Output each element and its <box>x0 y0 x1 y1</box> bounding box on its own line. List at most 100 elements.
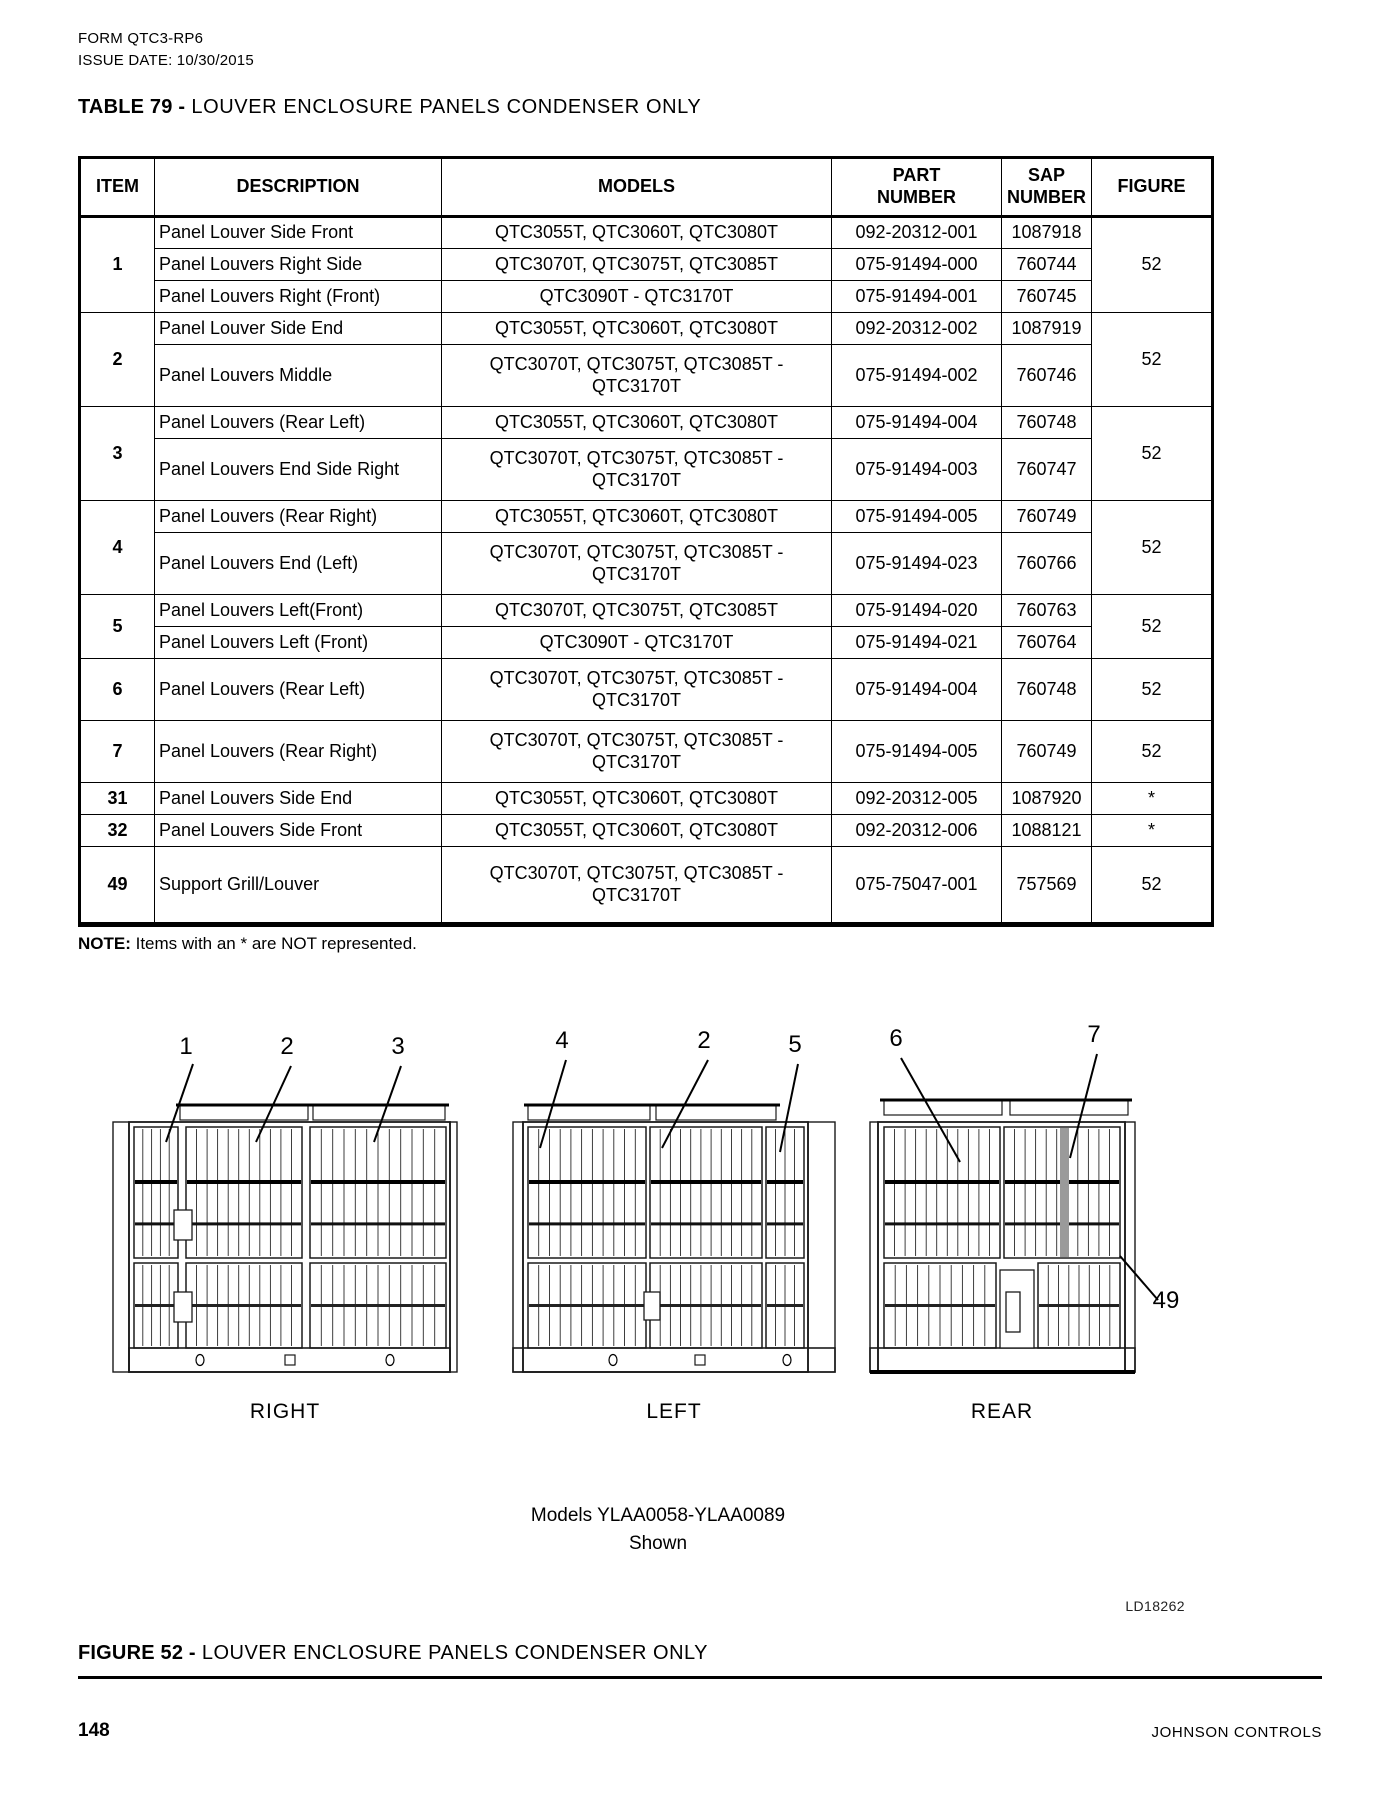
models-cell: QTC3070T, QTC3075T, QTC3085T <box>441 594 832 627</box>
callout-6: 6 <box>889 1025 903 1052</box>
description-cell: Panel Louvers (Rear Right) <box>154 500 442 533</box>
sap-number-cell: 760764 <box>1001 626 1092 659</box>
models-cell: QTC3055T, QTC3060T, QTC3080T <box>441 814 832 847</box>
item-cell: 49 <box>79 846 155 925</box>
callout-4: 4 <box>555 1027 569 1054</box>
sap-number-cell: 1087920 <box>1001 782 1092 815</box>
sap-number-cell: 760745 <box>1001 280 1092 313</box>
callout-5: 5 <box>788 1031 802 1058</box>
table-header-row: ITEM DESCRIPTION MODELS PART NUMBER SAP … <box>79 157 1213 218</box>
description-cell: Panel Louvers Side Front <box>154 814 442 847</box>
table-note: NOTE: Items with an * are NOT represente… <box>78 934 417 954</box>
figure-cell: 52 <box>1091 312 1213 407</box>
callout-2b: 2 <box>697 1027 711 1054</box>
page-header: FORM QTC3-RP6 ISSUE DATE: 10/30/2015 <box>78 28 254 72</box>
sap-number-cell: 760766 <box>1001 532 1092 595</box>
view-label-left: LEFT <box>646 1400 702 1423</box>
figure-cell: * <box>1091 814 1213 847</box>
item-cell: 4 <box>79 500 155 595</box>
col-header-figure: FIGURE <box>1091 157 1213 218</box>
sap-number-cell: 760763 <box>1001 594 1092 627</box>
col-header-sap-number: SAP NUMBER <box>1001 157 1092 218</box>
item-cell: 1 <box>79 216 155 313</box>
figure-title-text: LOUVER ENCLOSURE PANELS CONDENSER ONLY <box>195 1642 708 1664</box>
table-title: TABLE 79 - LOUVER ENCLOSURE PANELS CONDE… <box>78 96 701 119</box>
item-cell: 2 <box>79 312 155 407</box>
models-cell: QTC3070T, QTC3075T, QTC3085T - QTC3170T <box>441 532 832 595</box>
models-cell: QTC3055T, QTC3060T, QTC3080T <box>441 500 832 533</box>
description-cell: Panel Louvers Middle <box>154 344 442 407</box>
item-cell: 32 <box>79 814 155 847</box>
sap-number-cell: 760748 <box>1001 658 1092 721</box>
parts-table: ITEM DESCRIPTION MODELS PART NUMBER SAP … <box>78 156 1214 927</box>
description-cell: Panel Louvers (Rear Left) <box>154 406 442 439</box>
part-number-cell: 092-20312-006 <box>831 814 1002 847</box>
note-text: Items with an * are NOT represented. <box>130 934 417 953</box>
description-cell: Panel Louvers (Rear Left) <box>154 658 442 721</box>
sap-number-cell: 760749 <box>1001 720 1092 783</box>
caption-shown: Shown <box>628 1533 688 1554</box>
models-cell: QTC3070T, QTC3075T, QTC3085T - QTC3170T <box>441 846 832 925</box>
sap-number-cell: 760748 <box>1001 406 1092 439</box>
louver-panels-line-drawing <box>112 1053 1159 1374</box>
footer-divider <box>78 1676 1322 1679</box>
description-cell: Panel Louvers Right (Front) <box>154 280 442 313</box>
sap-number-cell: 1088121 <box>1001 814 1092 847</box>
item-cell: 31 <box>79 782 155 815</box>
col-header-description: DESCRIPTION <box>154 157 442 218</box>
figure-cell: 52 <box>1091 406 1213 501</box>
part-number-cell: 075-91494-020 <box>831 594 1002 627</box>
models-cell: QTC3070T, QTC3075T, QTC3085T <box>441 248 832 281</box>
models-cell: QTC3070T, QTC3075T, QTC3085T - QTC3170T <box>441 344 832 407</box>
models-cell: QTC3055T, QTC3060T, QTC3080T <box>441 312 832 345</box>
models-cell: QTC3070T, QTC3075T, QTC3085T - QTC3170T <box>441 658 832 721</box>
footer-brand: JOHNSON CONTROLS <box>1151 1724 1322 1741</box>
sap-number-cell: 1087918 <box>1001 216 1092 249</box>
sap-number-cell: 760747 <box>1001 438 1092 501</box>
col-header-item: ITEM <box>79 157 155 218</box>
item-cell: 5 <box>79 594 155 659</box>
models-cell: QTC3090T - QTC3170T <box>441 626 832 659</box>
col-header-models: MODELS <box>441 157 832 218</box>
view-label-right: RIGHT <box>249 1400 321 1423</box>
sap-number-cell: 1087919 <box>1001 312 1092 345</box>
part-number-cell: 075-91494-023 <box>831 532 1002 595</box>
part-number-cell: 075-91494-003 <box>831 438 1002 501</box>
description-cell: Panel Louver Side Front <box>154 216 442 249</box>
table-title-number: TABLE 79 - <box>78 96 186 118</box>
caption-models: Models YLAA0058-YLAA0089 <box>530 1505 786 1526</box>
models-cell: QTC3055T, QTC3060T, QTC3080T <box>441 216 832 249</box>
figure-cell: 52 <box>1091 216 1213 313</box>
sap-number-cell: 760749 <box>1001 500 1092 533</box>
description-cell: Panel Louvers End (Left) <box>154 532 442 595</box>
models-cell: QTC3055T, QTC3060T, QTC3080T <box>441 782 832 815</box>
view-label-rear: REAR <box>970 1400 1034 1423</box>
part-number-cell: 075-91494-005 <box>831 500 1002 533</box>
item-cell: 6 <box>79 658 155 721</box>
description-cell: Panel Louvers Left(Front) <box>154 594 442 627</box>
part-number-cell: 075-91494-004 <box>831 658 1002 721</box>
callout-2: 2 <box>280 1033 294 1060</box>
models-cell: QTC3090T - QTC3170T <box>441 280 832 313</box>
part-number-cell: 075-91494-004 <box>831 406 1002 439</box>
figure-cell: 52 <box>1091 500 1213 595</box>
description-cell: Panel Louvers Right Side <box>154 248 442 281</box>
part-number-cell: 075-75047-001 <box>831 846 1002 925</box>
note-label: NOTE: <box>78 934 131 953</box>
figure-title-number: FIGURE 52 - <box>78 1642 196 1664</box>
figure-cell: * <box>1091 782 1213 815</box>
part-number-cell: 075-91494-001 <box>831 280 1002 313</box>
callout-49: 49 <box>1152 1287 1180 1314</box>
figure-cell: 52 <box>1091 846 1213 925</box>
page-number: 148 <box>78 1720 110 1741</box>
part-number-cell: 092-20312-002 <box>831 312 1002 345</box>
description-cell: Panel Louvers Side End <box>154 782 442 815</box>
col-header-part-number: PART NUMBER <box>831 157 1002 218</box>
figure-cell: 52 <box>1091 594 1213 659</box>
models-cell: QTC3070T, QTC3075T, QTC3085T - QTC3170T <box>441 438 832 501</box>
part-number-cell: 075-91494-021 <box>831 626 1002 659</box>
table-title-text: LOUVER ENCLOSURE PANELS CONDENSER ONLY <box>185 96 702 118</box>
sap-number-cell: 760744 <box>1001 248 1092 281</box>
figure-cell: 52 <box>1091 658 1213 721</box>
